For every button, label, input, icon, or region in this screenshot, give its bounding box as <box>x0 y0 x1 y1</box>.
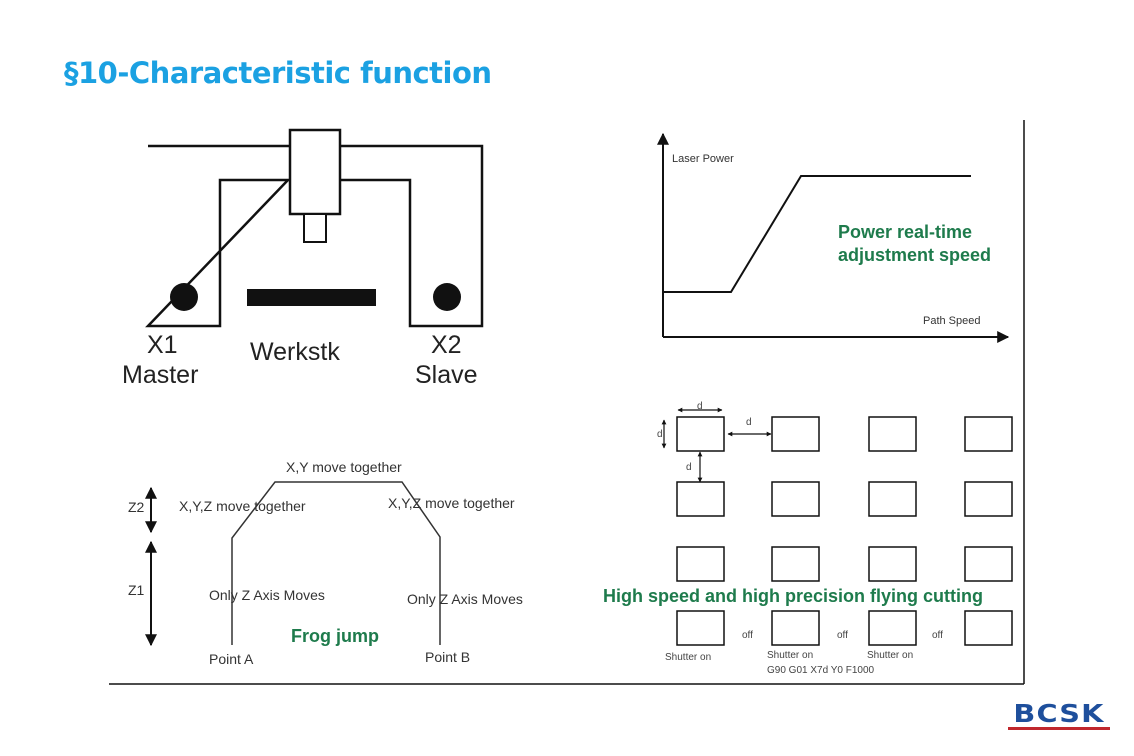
cut-part <box>771 610 820 646</box>
jump-path <box>231 481 441 645</box>
logo-underline <box>1008 727 1110 730</box>
workpiece-label: Werkstk <box>250 338 340 366</box>
only-z-left-label: Only Z Axis Moves <box>209 587 325 603</box>
cut-grid <box>676 416 1013 646</box>
cut-part <box>964 546 1013 582</box>
laser-head <box>288 128 342 216</box>
gantry-frame <box>145 144 484 328</box>
x2-motor <box>433 283 461 311</box>
slide-title: §10-Characteristic function <box>64 56 492 90</box>
off-label-3: off <box>932 630 943 641</box>
workpiece <box>247 289 376 306</box>
power-curve <box>663 175 971 293</box>
x1-label: X1 <box>147 331 178 359</box>
dim-vgap-label: d <box>686 462 692 473</box>
xyz-move-left-label: X,Y,Z move together <box>179 498 306 514</box>
cut-part <box>868 481 917 517</box>
point-b-label: Point B <box>425 649 470 665</box>
flying-cut-diagram: d d d d High speed and high precision fl… <box>603 401 1013 676</box>
logo-text: BCSK <box>1013 699 1105 728</box>
cut-part <box>868 416 917 452</box>
cut-part <box>964 610 1013 646</box>
x1-role: Master <box>122 361 198 389</box>
gantry-diagram <box>145 128 484 328</box>
off-label-1: off <box>742 630 753 641</box>
power-caption-line2: adjustment speed <box>838 245 991 265</box>
point-a-label: Point A <box>209 651 254 667</box>
z1-label: Z1 <box>128 582 145 598</box>
shutter-on-label-3: Shutter on <box>867 650 913 661</box>
dim-hgap-label: d <box>746 417 752 428</box>
only-z-right-label: Only Z Axis Moves <box>407 591 523 607</box>
y-axis-label: Laser Power <box>672 153 734 165</box>
cut-part <box>676 481 725 517</box>
shutter-on-label-1: Shutter on <box>665 652 711 663</box>
shutter-on-label-2: Shutter on <box>767 650 813 661</box>
gcode-label: G90 G01 X7d Y0 F1000 <box>767 665 875 676</box>
frog-jump-caption: Frog jump <box>291 626 379 646</box>
bcsk-logo: BCSK <box>1008 700 1110 732</box>
x1-motor <box>170 283 198 311</box>
cut-part <box>868 546 917 582</box>
cut-part <box>676 546 725 582</box>
x2-role: Slave <box>415 361 478 389</box>
dim-height-label: d <box>657 429 663 440</box>
nozzle <box>303 213 327 243</box>
power-chart: Laser Power Path Speed Power real-time a… <box>657 132 1010 343</box>
dim-width-label: d <box>697 401 703 412</box>
cut-part <box>964 416 1013 452</box>
x2-label: X2 <box>431 331 462 359</box>
cut-part <box>771 481 820 517</box>
cut-part <box>771 416 820 452</box>
z2-label: Z2 <box>128 499 145 515</box>
off-label-2: off <box>837 630 848 641</box>
frog-jump-diagram: Z2 Z1 X,Y move together X,Y,Z move toget… <box>128 459 523 667</box>
cut-part <box>771 546 820 582</box>
cut-part <box>964 481 1013 517</box>
x-axis-label: Path Speed <box>923 315 981 327</box>
power-caption-line1: Power real-time <box>838 222 972 242</box>
cut-part <box>868 610 917 646</box>
flying-cut-caption: High speed and high precision flying cut… <box>603 586 983 606</box>
cut-part <box>676 610 725 646</box>
cut-part <box>676 416 725 452</box>
xyz-move-right-label: X,Y,Z move together <box>388 495 515 511</box>
xy-move-label: X,Y move together <box>286 459 402 475</box>
